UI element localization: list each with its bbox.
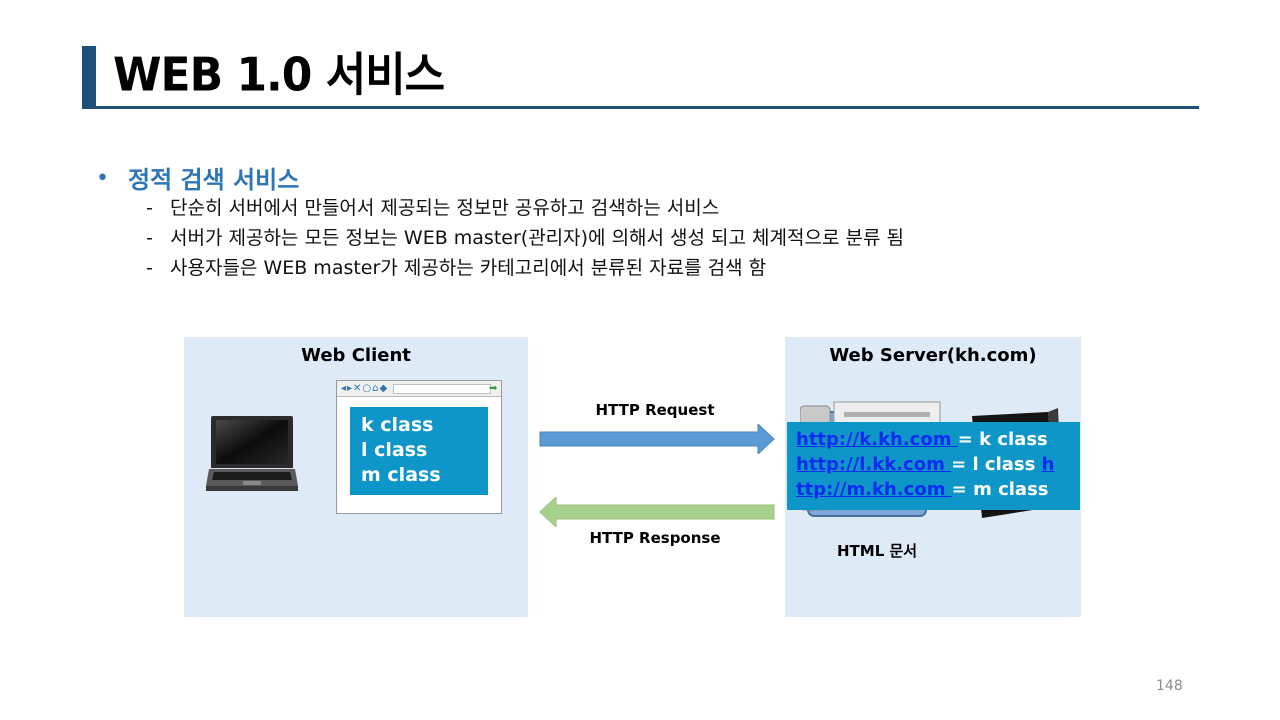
url-line: http://k.kh.com = k class (796, 427, 1080, 452)
content-line: k class (361, 414, 434, 436)
content-line: m class (361, 464, 441, 486)
sub-item: -사용자들은 WEB master가 제공하는 카테고리에서 분류된 자료를 검… (146, 257, 767, 279)
content-line: l class (361, 439, 428, 461)
browser-nav-icons: ◂▸✕○⌂◆ (341, 383, 389, 394)
url-link[interactable]: ttp://m.kh.com (796, 479, 952, 500)
web-client-title: Web Client (301, 345, 411, 366)
sub-item: -단순히 서버에서 만들어서 제공되는 정보만 공유하고 검색하는 서비스 (146, 197, 720, 219)
url-link[interactable]: http://l.kk.com (796, 454, 952, 475)
slide-title: WEB 1.0 서비스 (113, 48, 445, 103)
url-line: http://l.kk.com = l class h (796, 452, 1080, 477)
browser-toolbar: ◂▸✕○⌂◆ ➡ (337, 381, 501, 397)
sub-item-text: 단순히 서버에서 만들어서 제공되는 정보만 공유하고 검색하는 서비스 (170, 197, 720, 219)
bullet-marker: • (96, 166, 109, 191)
request-arrow-icon (539, 424, 775, 454)
browser-address-bar (393, 384, 491, 394)
client-content-box: k class l class m class (350, 407, 488, 495)
response-arrow-icon (539, 497, 775, 527)
bullet-sub-list: -단순히 서버에서 만들어서 제공되는 정보만 공유하고 검색하는 서비스 -서… (146, 193, 904, 283)
url-link-tail[interactable]: h (1041, 454, 1055, 475)
title-underline (82, 106, 1199, 109)
bullet-heading: 정적 검색 서비스 (128, 166, 300, 194)
html-document-label: HTML 문서 (837, 542, 918, 560)
sub-item-text: 사용자들은 WEB master가 제공하는 카테고리에서 분류된 자료를 검색… (170, 257, 767, 279)
web-server-title: Web Server(kh.com) (829, 345, 1037, 366)
url-line: ttp://m.kh.com = m class (796, 477, 1080, 502)
http-response-label: HTTP Response (589, 529, 721, 547)
page-number: 148 (1156, 678, 1183, 694)
browser-window-icon: ◂▸✕○⌂◆ ➡ k class l class m class (336, 380, 502, 514)
browser-go-icon: ➡ (489, 383, 498, 394)
laptop-icon (205, 414, 299, 500)
sub-item: -서버가 제공하는 모든 정보는 WEB master(관리자)에 의해서 생성… (146, 227, 904, 249)
server-url-box: http://k.kh.com = k class http://l.kk.co… (787, 422, 1080, 510)
url-mapping: = k class (957, 429, 1048, 450)
title-accent-bar (82, 46, 96, 108)
url-mapping: = m class (951, 479, 1049, 500)
url-link[interactable]: http://k.kh.com (796, 429, 958, 450)
url-mapping: = l class (951, 454, 1042, 475)
http-request-label: HTTP Request (595, 401, 715, 419)
sub-item-text: 서버가 제공하는 모든 정보는 WEB master(관리자)에 의해서 생성 … (170, 227, 904, 249)
